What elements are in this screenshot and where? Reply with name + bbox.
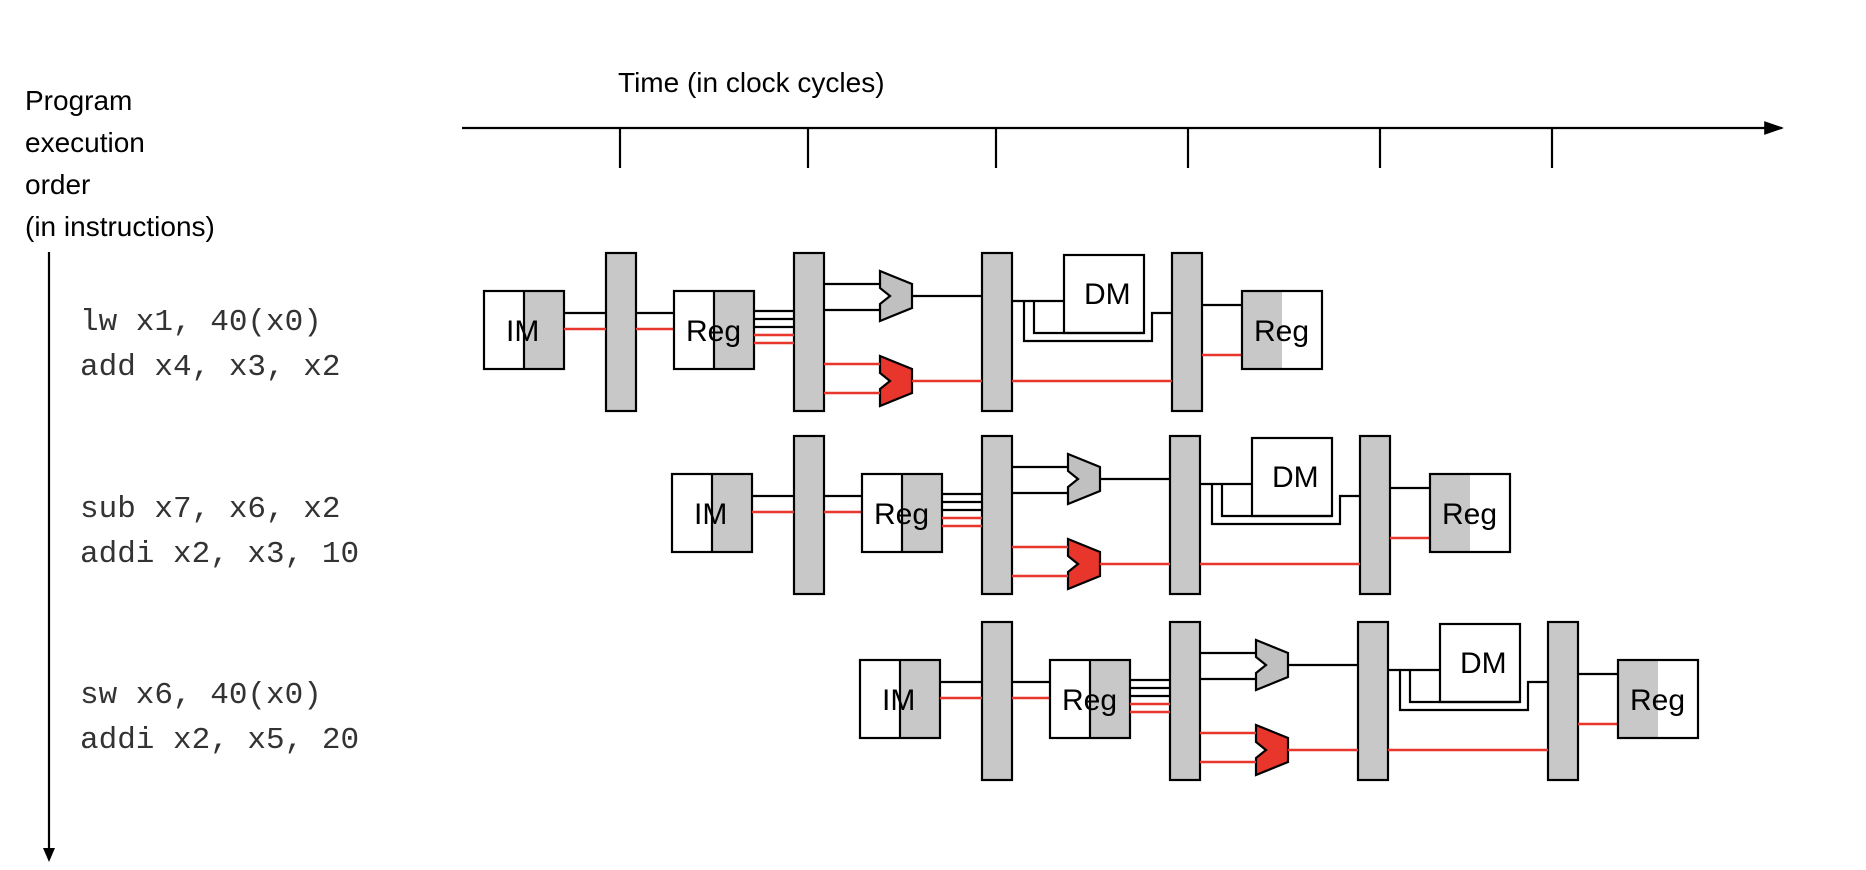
- row-1-reg-shade: [714, 291, 754, 369]
- row-3-wire-dm-bypass-b: [1408, 670, 1520, 704]
- pipeline-row-1: IM Reg DM Reg: [482, 251, 1324, 413]
- pipeline-row-2: IM Reg DM Reg: [670, 434, 1512, 596]
- instruction-2b: addi x2, x3, 10: [80, 537, 359, 572]
- row-1-wire-dm-bypass-b: [1032, 301, 1144, 335]
- time-axis-label: Time (in clock cycles): [618, 67, 885, 98]
- row-1-pipeline-register-4: [1170, 251, 1204, 413]
- row-2-pipeline-register-1: [792, 434, 826, 596]
- row-2-pipeline-register-4: [1358, 434, 1392, 596]
- instruction-3b: addi x2, x5, 20: [80, 723, 359, 758]
- row-3-im-shade: [900, 660, 940, 738]
- order-axis-label-line-3: order: [25, 169, 90, 200]
- row-2-pipeline-register-3: [1168, 434, 1202, 596]
- row-3-dm-box: [1438, 622, 1522, 704]
- row-1-wb-reg-box: [1240, 289, 1324, 371]
- row-3-alu-second: [1254, 723, 1290, 777]
- row-2-im-label: IM: [694, 498, 727, 531]
- clock-cycle-ticks: [618, 128, 1554, 168]
- order-axis-label-line-2: execution: [25, 127, 145, 158]
- row-2-reg-shade: [902, 474, 942, 552]
- pipeline-row-3: IM Reg DM Reg: [858, 620, 1700, 782]
- instruction-1b: add x4, x3, x2: [80, 350, 340, 385]
- order-axis-arrowhead: [43, 848, 55, 862]
- row-1-pipeline-register-1: [604, 251, 638, 413]
- instruction-3a: sw x6, 40(x0): [80, 678, 322, 713]
- row-3-pipeline-register-3: [1356, 620, 1390, 782]
- row-3-alu-first: [1254, 638, 1290, 692]
- row-2-dm-label: DM: [1272, 461, 1319, 494]
- row-2-dm-box: [1250, 436, 1334, 518]
- row-3-pipeline-register-1: [980, 620, 1014, 782]
- row-3-reg-shade: [1090, 660, 1130, 738]
- row-1-im-shade: [524, 291, 564, 369]
- row-3-wb-reg-label: Reg: [1630, 684, 1685, 717]
- row-3-dm-label: DM: [1460, 647, 1507, 680]
- row-2-reg-label: Reg: [874, 498, 929, 531]
- row-3-wb-reg-box: [1616, 658, 1700, 740]
- row-1-pipeline-register-3: [980, 251, 1014, 413]
- row-3-pipeline-register-2: [1168, 620, 1202, 782]
- row-3-im-label: IM: [882, 684, 915, 717]
- row-2-wb-reg-shade: [1430, 474, 1470, 552]
- row-2-pipeline-register-2: [980, 434, 1014, 596]
- row-1-alu-first: [878, 269, 914, 323]
- row-1-reg-label: Reg: [686, 315, 741, 348]
- row-2-wb-reg-box: [1428, 472, 1512, 554]
- row-1-alu-second: [878, 354, 914, 408]
- instruction-2a: sub x7, x6, x2: [80, 492, 340, 527]
- row-1-pipeline-register-2: [792, 251, 826, 413]
- order-axis-label-line-4: (in instructions): [25, 211, 215, 242]
- row-1-im-label: IM: [506, 315, 539, 348]
- row-2-im-shade: [712, 474, 752, 552]
- row-2-alu-second: [1066, 537, 1102, 591]
- row-1-wb-reg-label: Reg: [1254, 315, 1309, 348]
- row-3-wb-reg-shade: [1618, 660, 1658, 738]
- instruction-1a: lw x1, 40(x0): [80, 305, 322, 340]
- row-2-wire-dm-bypass-a: [1210, 484, 1360, 526]
- row-3-wire-dm-bypass-a: [1398, 670, 1548, 712]
- row-3-pipeline-register-4: [1546, 620, 1580, 782]
- row-1-wb-reg-shade: [1242, 291, 1282, 369]
- row-1-dm-label: DM: [1084, 278, 1131, 311]
- row-2-wire-dm-bypass-b: [1220, 484, 1332, 518]
- row-1-wire-dm-bypass-a: [1022, 301, 1172, 343]
- order-axis-label-line-1: Program: [25, 85, 132, 116]
- row-2-alu-first: [1066, 452, 1102, 506]
- row-2-wb-reg-label: Reg: [1442, 498, 1497, 531]
- row-3-reg-label: Reg: [1062, 684, 1117, 717]
